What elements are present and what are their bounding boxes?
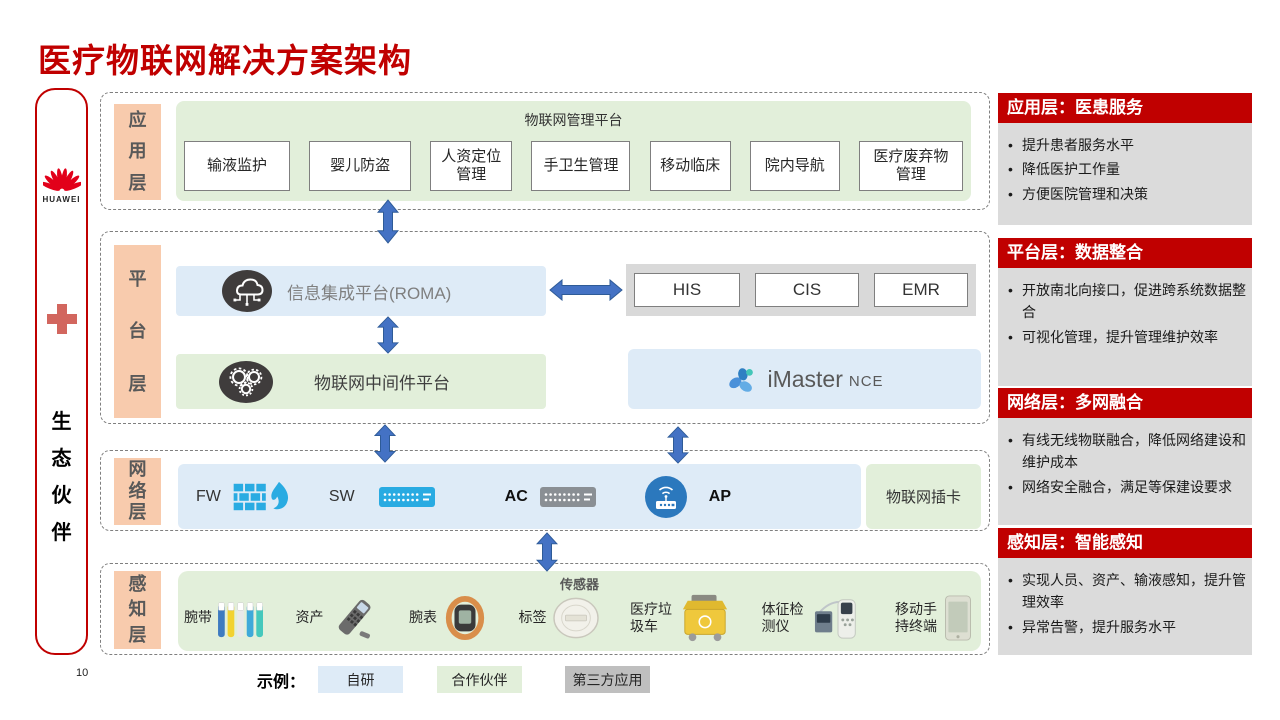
his-box: HIS: [634, 273, 740, 307]
mobile-handheld-image: [945, 595, 971, 641]
sensor-smart-band: 腕表: [409, 596, 489, 640]
perception-layer-box: 感知层 传感器 腕带: [100, 563, 990, 655]
arrow-roma-hospital-systems: [549, 279, 623, 301]
access-controller-icon: [539, 486, 596, 507]
medical-waste-cart-image: [682, 594, 728, 642]
sidebar-section-perception: 感知层：智能感知 实现人员、资产、输液感知，提升管理效率 异常告警，提升服务水平: [998, 528, 1252, 655]
asset-scanner-image: [338, 599, 370, 639]
iot-middleware-platform-box: 物联网中间件平台: [176, 354, 546, 409]
iot-plugin-card-box: 物联网插卡: [866, 464, 981, 529]
imaster-name: iMaster: [767, 365, 843, 392]
access-point-label: AP: [708, 487, 731, 505]
sensor-mobile-handheld: 移动手持终端: [895, 594, 973, 642]
platform-layer-tag: 平台层: [114, 245, 161, 418]
iot-management-platform-panel: 物联网管理平台 输液监护 婴儿防盗 人资定位管理 手卫生管理 移动临床 院内导航…: [176, 101, 971, 201]
sensor-asset-scanner: 资产: [296, 596, 380, 640]
ecosystem-partner-bar: HUAWEI 生态伙伴: [35, 88, 88, 655]
tag-image: [552, 597, 599, 639]
sensors-title: 传感器: [559, 577, 599, 592]
sidebar-section-network: 网络层：多网融合 有线无线物联融合，降低网络建设和维护成本 网络安全融合，满足等…: [998, 388, 1252, 525]
application-box-row: 输液监护 婴儿防盗 人资定位管理 手卫生管理 移动临床 院内导航 医疗废弃物管理: [184, 141, 963, 191]
platform-layer-box: 平台层 信息集成平台(ROMA): [100, 231, 990, 424]
page-title: 医疗物联网解决方案架构: [38, 42, 412, 79]
sidebar-header-platform: 平台层：数据整合: [998, 238, 1252, 268]
sidebar-section-application: 应用层：医患服务 提升患者服务水平 降低医护工作量 方便医院管理和决策: [998, 93, 1252, 225]
sensor-medical-waste-cart: 医疗垃圾车: [630, 593, 732, 643]
network-devices-panel: FW SW AC: [178, 464, 861, 529]
sidebar-bullet: 降低医护工作量: [1002, 158, 1246, 181]
sidebar-header-perception: 感知层：智能感知: [998, 528, 1252, 558]
iot-management-platform-title: 物联网管理平台: [524, 112, 623, 128]
perception-layer-tag: 感知层: [114, 571, 161, 649]
network-layer-box: 网络层 FW SW AC: [100, 450, 990, 531]
legend-self-developed: 自研: [318, 666, 403, 693]
sidebar-bullet: 异常告警，提升服务水平: [1002, 616, 1246, 639]
network-layer-tag: 网络层: [114, 458, 161, 525]
middleware-platform-label: 物联网中间件平台: [314, 374, 450, 393]
medical-cross-icon: [46, 304, 77, 334]
legend-partner: 合作伙伴: [437, 666, 522, 693]
application-layer-box: 应用层 物联网管理平台 输液监护 婴儿防盗 人资定位管理 手卫生管理 移动临床 …: [100, 92, 990, 210]
sidebar-bullet: 实现人员、资产、输液感知，提升管理效率: [1002, 569, 1246, 614]
emr-box: EMR: [874, 273, 968, 307]
switch-icon: [378, 486, 435, 507]
arrow-network-perception: [536, 532, 558, 572]
app-box-infant-security: 婴儿防盗: [309, 141, 412, 191]
app-box-mobile-clinical: 移动临床: [649, 141, 731, 191]
hospital-systems-panel: HIS CIS EMR: [626, 264, 976, 316]
arrow-roma-middleware: [377, 316, 399, 354]
app-box-hand-hygiene: 手卫生管理: [531, 141, 631, 191]
firewall-icon: [233, 481, 288, 510]
sidebar-bullet: 提升患者服务水平: [1002, 134, 1246, 157]
firewall-label: FW: [196, 487, 221, 505]
imaster-nce-box: iMaster NCE: [628, 349, 981, 409]
middleware-gears-icon: [219, 360, 273, 403]
arrow-platform-network: [374, 424, 396, 463]
app-box-staff-positioning: 人资定位管理: [430, 141, 513, 191]
page-number: 10: [76, 667, 89, 679]
sensor-wristband: 腕带: [184, 596, 266, 640]
app-box-medical-waste: 医疗废弃物管理: [858, 141, 963, 191]
ecosystem-partner-label: 生态伙伴: [51, 411, 72, 544]
sidebar-header-application: 应用层：医患服务: [998, 93, 1252, 123]
vital-signs-monitor-image: [814, 599, 856, 639]
legend-third-party: 第三方应用: [565, 666, 650, 693]
app-box-infusion: 输液监护: [184, 141, 290, 191]
sidebar-section-platform: 平台层：数据整合 开放南北向接口，促进跨系统数据整合 可视化管理，提升管理维护效…: [998, 238, 1252, 386]
sidebar-bullet: 网络安全融合，满足等保建设要求: [1002, 476, 1246, 499]
roma-platform-label: 信息集成平台(ROMA): [287, 283, 452, 303]
sensor-tag: 标签: [519, 596, 601, 640]
switch-label: SW: [328, 487, 355, 505]
cloud-integration-icon: [222, 270, 272, 312]
access-controller-label: AC: [504, 487, 528, 505]
sidebar-bullet: 可视化管理，提升管理维护效率: [1002, 326, 1246, 349]
app-box-indoor-navigation: 院内导航: [749, 141, 840, 191]
cis-box: CIS: [755, 273, 859, 307]
sensor-item-row: 腕带 资产: [184, 587, 973, 649]
legend-label: 示例：: [257, 674, 306, 691]
arrow-imaster-network: [667, 426, 689, 464]
sidebar-bullet: 方便医院管理和决策: [1002, 183, 1246, 206]
huawei-wordmark: HUAWEI: [42, 195, 81, 204]
roma-integration-platform-box: 信息集成平台(ROMA): [176, 266, 546, 316]
huawei-logo-icon: [42, 168, 81, 191]
sidebar-header-network: 网络层：多网融合: [998, 388, 1252, 418]
sensor-vital-signs-monitor: 体征检测仪: [762, 594, 866, 642]
arrow-app-platform: [377, 199, 399, 244]
smart-band-image: [445, 596, 485, 640]
imaster-nce-logo-icon: [729, 368, 754, 392]
application-layer-tag: 应用层: [114, 104, 161, 200]
access-point-icon: [644, 475, 687, 518]
sidebar-bullet: 有线无线物联融合，降低网络建设和维护成本: [1002, 429, 1246, 474]
sidebar-bullet: 开放南北向接口，促进跨系统数据整合: [1002, 279, 1246, 324]
sensors-panel: 传感器 腕带 资产: [178, 571, 981, 651]
imaster-suffix: NCE: [848, 373, 884, 390]
wristband-image: [218, 602, 263, 638]
